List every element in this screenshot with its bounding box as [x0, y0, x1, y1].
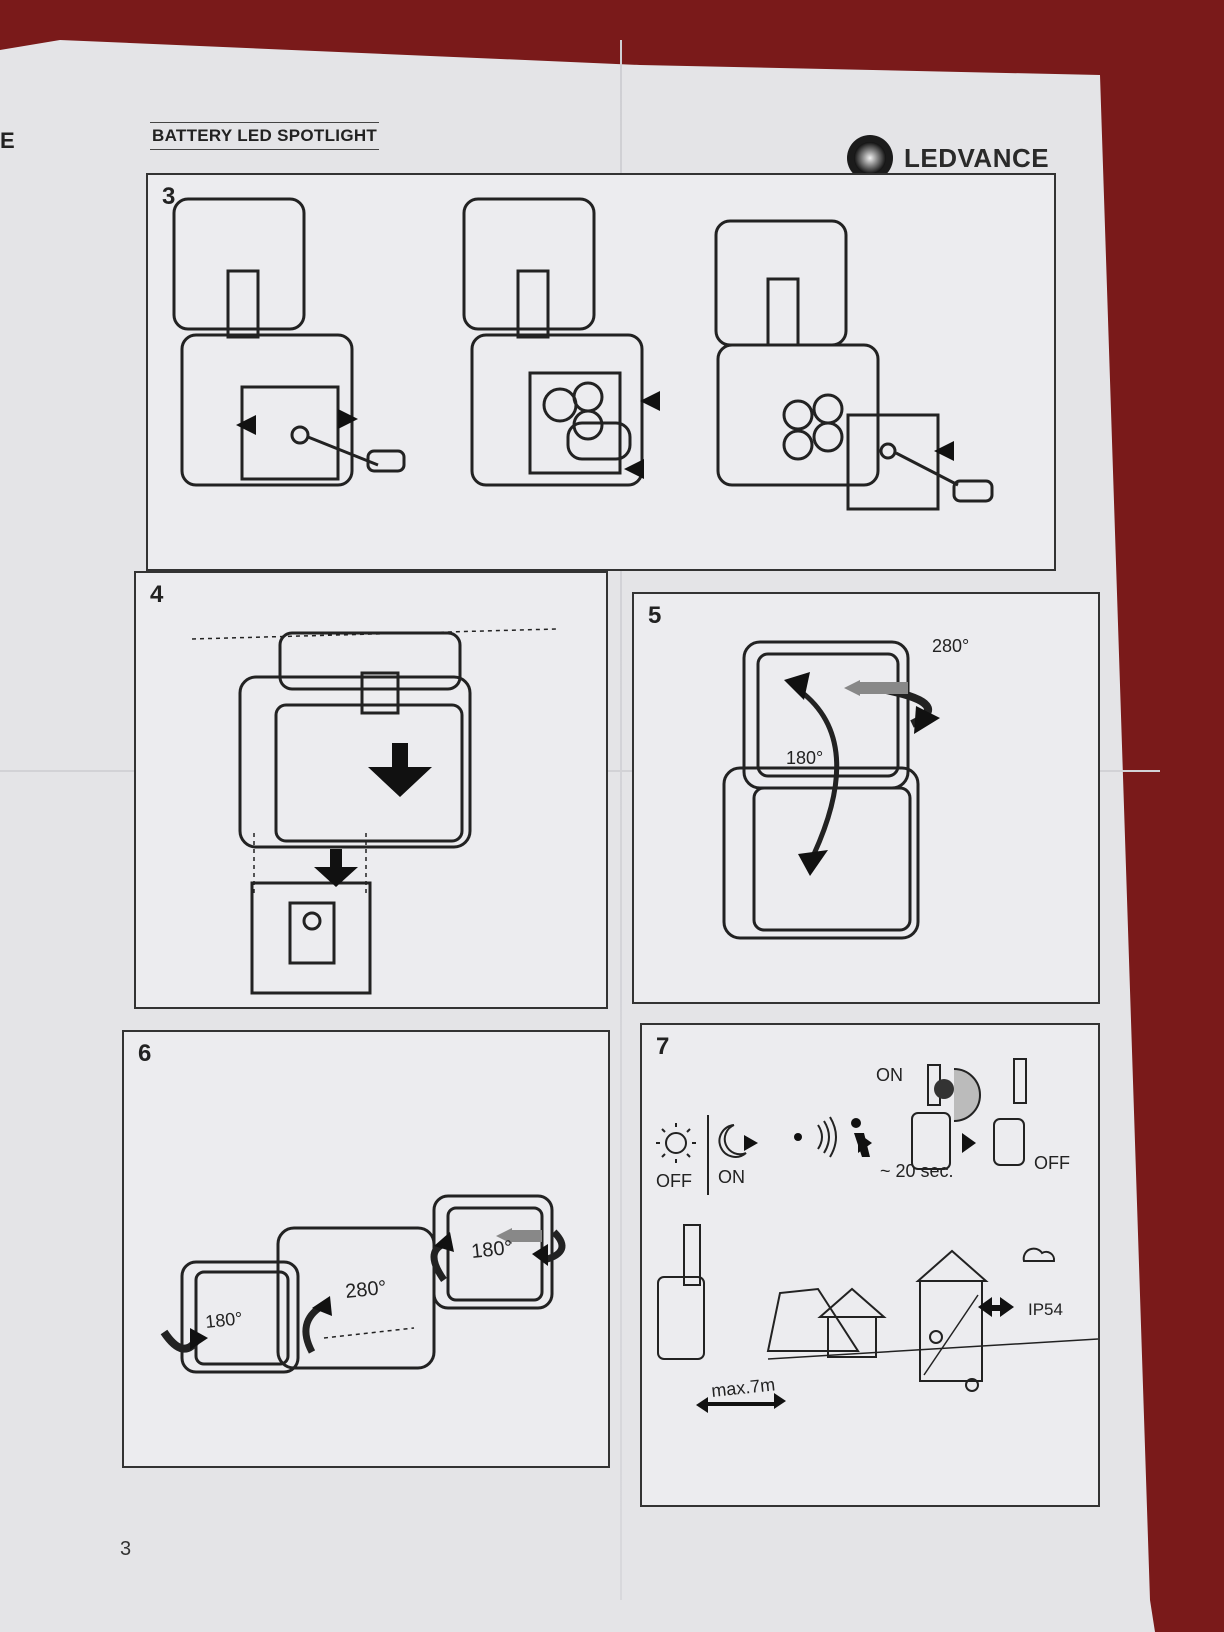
previous-page-edge-letter: E	[0, 128, 15, 153]
timer-label: ~ 20 sec.	[880, 1161, 954, 1181]
step-number: 6	[138, 1040, 152, 1067]
off-end-label: OFF	[1034, 1153, 1070, 1173]
off-label: OFF	[656, 1171, 692, 1191]
angle-left-label: 180°	[204, 1308, 243, 1332]
motion-sensor-illustration: OFF ON ON ~ 20 sec. OFF IP54 max.7m	[656, 1058, 1098, 1413]
on-top-label: ON	[876, 1065, 903, 1085]
on-label: ON	[718, 1167, 745, 1187]
angle-280-label: 280°	[932, 636, 969, 656]
head-rotation-illustration: 280° 180°	[722, 636, 969, 940]
step-6-panel: 6 180° 280° 180°	[122, 1030, 610, 1468]
battery-insertion-illustration	[172, 197, 994, 511]
brand-logo: LEDVANCE	[846, 134, 1049, 182]
brand-name: LEDVANCE	[904, 142, 1050, 173]
ip-rating-label: IP54	[1028, 1300, 1063, 1319]
angle-middle-label: 280°	[344, 1277, 387, 1303]
step-3-panel: 3	[146, 173, 1056, 571]
fold-line-vertical	[620, 40, 622, 1600]
full-rotation-illustration: 180° 280° 180°	[160, 1194, 566, 1374]
moon-icon	[718, 1124, 747, 1158]
step-number: 5	[648, 602, 662, 629]
ledvance-logo-icon	[847, 135, 893, 181]
page-number: 3	[120, 1538, 132, 1560]
step-number: 7	[656, 1033, 670, 1060]
step-5-panel: 5 280° 180°	[632, 592, 1100, 1004]
step-number: 3	[162, 183, 176, 210]
step-7-panel: 7	[640, 1023, 1100, 1507]
document-title: BATTERY LED SPOTLIGHT	[150, 122, 380, 150]
wall-mount-illustration	[191, 628, 557, 995]
angle-180-label: 180°	[786, 748, 823, 768]
step-number: 4	[150, 581, 164, 608]
angle-right-label: 180°	[470, 1237, 513, 1263]
step-4-panel: 4	[134, 571, 608, 1009]
sun-icon	[665, 1132, 687, 1154]
range-label: max.7m	[710, 1374, 776, 1401]
